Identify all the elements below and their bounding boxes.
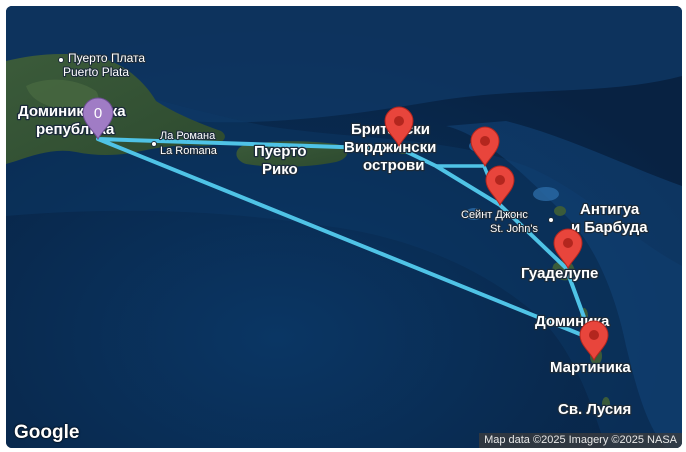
puerto-plata-dot [58,57,64,63]
label-la-romana-bg: Ла Романа [160,130,216,142]
label-st-johns-bg: Сейнт Джонс [461,209,528,221]
la-romana-dot [151,141,157,147]
hispaniola-highlands [26,79,99,113]
pin-st-kitts [485,165,515,207]
label-puerto-plata-bg: Пуерто Плата [68,51,145,65]
label-bvi-2: Вирджински [344,139,436,156]
pin-guadeloupe [553,228,583,270]
satellite-map[interactable]: Пуерто Плата Puerto Plata Доминиканска р… [6,6,682,448]
st-lucia-island [602,397,610,411]
label-st-johns-en: St. John's [490,223,538,235]
map-attribution: Map data ©2025 Imagery ©2025 NASA [479,433,682,448]
label-guadeloupe: Гуаделупе [521,265,598,282]
pin-martinique [579,320,609,362]
barbuda-bank [533,187,559,201]
map-frame[interactable]: Пуерто Плата Puerto Plata Доминиканска р… [6,6,682,448]
label-puerto-plata-en: Puerto Plata [63,65,129,79]
label-bvi-3: острови [363,157,424,174]
pin-tortola [384,106,414,148]
label-antigua-1: Антигуа [580,201,640,218]
label-martinique: Мартиника [550,359,631,376]
st-kitts-bank [465,208,483,220]
label-antigua-2: и Барбуда [571,219,648,236]
antigua-island [554,206,566,216]
port-pins[interactable] [384,106,609,362]
st-johns-dot [548,217,554,223]
lesser-antilles-arc [446,121,682,448]
label-st-lucia: Св. Лусия [558,401,631,418]
start-marker-label: 0 [94,105,102,122]
pin-st-maarten [470,126,500,168]
northern-shelf [6,6,682,146]
label-la-romana-en: La Romana [160,145,218,157]
label-puerto-rico-1: Пуерто [254,143,307,160]
label-puerto-rico-2: Рико [262,161,298,178]
start-marker[interactable]: 0 [82,97,114,141]
google-logo: Google [14,422,80,443]
